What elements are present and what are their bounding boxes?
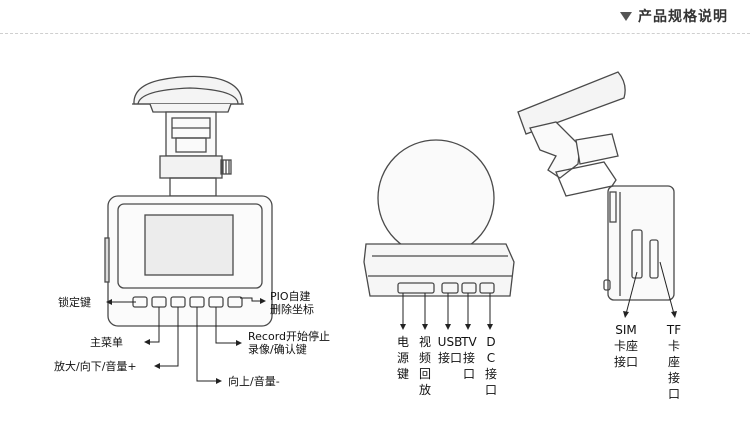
bottom-callout-arrows: [400, 324, 493, 330]
section-header: 产品规格说明: [620, 6, 728, 26]
label-pio-line1: PIO自建: [270, 290, 311, 303]
label-usb-port: USB接口: [437, 335, 463, 365]
label-up-volume-down: 向上/音量-: [228, 375, 280, 388]
label-tf-slot: TF卡座接口: [666, 323, 682, 401]
front-view-camera: [104, 75, 273, 327]
label-tv-port: TV接口: [461, 335, 477, 381]
front-callout-arrows: [106, 298, 266, 384]
header-divider: [0, 33, 750, 34]
label-sim-slot: SIM卡座接口: [613, 323, 638, 369]
label-zoom-down-volume-up: 放大/向下/音量+: [54, 360, 137, 373]
side-view-camera: [517, 71, 675, 301]
side-callout-lines: [625, 261, 675, 315]
side-callout-arrows: [623, 311, 677, 318]
label-record-line2: 录像/确认键: [248, 343, 307, 356]
triangle-down-icon: [620, 11, 632, 21]
label-power-key: 电源键: [396, 335, 409, 381]
label-main-menu: 主菜单: [90, 336, 123, 349]
page-title: 产品规格说明: [638, 9, 728, 25]
label-record-line1: Record开始停止: [248, 330, 331, 343]
bottom-view-camera: [363, 139, 515, 297]
label-dc-port: DC接口: [484, 335, 497, 397]
label-lock-key: 锁定键: [58, 296, 91, 309]
bottom-callout-lines: [402, 293, 491, 326]
label-video-playback: 视频回放: [418, 335, 431, 397]
label-pio-line2: 删除坐标: [270, 303, 314, 316]
